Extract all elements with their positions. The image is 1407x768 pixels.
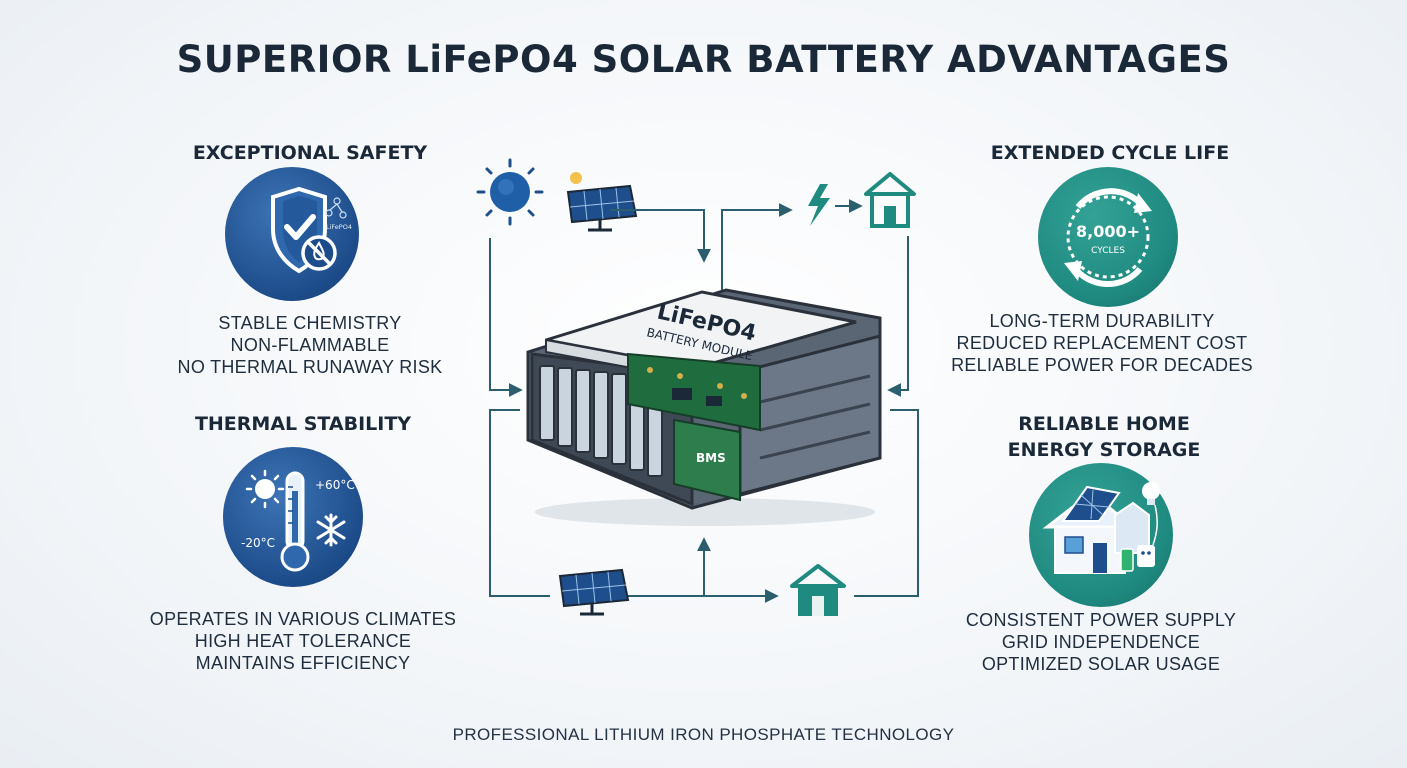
cycle-unit: CYCLES: [1091, 246, 1125, 256]
lifepo4-mini-label: LiFePO4: [326, 223, 352, 231]
cycle-count: 8,000+: [1076, 222, 1140, 241]
lightning-icon: [808, 184, 830, 226]
page-title: SUPERIOR LiFePO4 SOLAR BATTERY ADVANTAGE…: [176, 38, 1231, 81]
feature-line: STABLE CHEMISTRY: [218, 313, 402, 333]
battery-icon: [1120, 548, 1134, 572]
cycle-icon-circle: 8,000+ CYCLES: [1038, 167, 1178, 307]
temp-high-label: +60°C: [315, 478, 355, 492]
feature-heading: THERMAL STABILITY: [194, 413, 412, 435]
house-icon: [790, 564, 846, 616]
feature-line: OPTIMIZED SOLAR USAGE: [981, 654, 1221, 674]
feature-thermal-stability-text: OPERATES IN VARIOUS CLIMATES HIGH HEAT T…: [143, 608, 463, 674]
sun-icon: [476, 158, 544, 226]
feature-heading: EXCEPTIONAL SAFETY: [192, 142, 428, 164]
bms-label: BMS: [696, 451, 726, 465]
battery-module: BMS LiFePO4 BATTERY MODULE: [526, 288, 882, 526]
feature-line: RELIABLE POWER FOR DECADES: [951, 355, 1253, 375]
feature-heading-line2: ENERGY STORAGE: [1007, 439, 1201, 461]
solar-panel-icon: [566, 172, 638, 232]
feature-line: LONG-TERM DURABILITY: [989, 311, 1215, 331]
feature-heading: EXTENDED CYCLE LIFE: [990, 142, 1230, 164]
storage-icon-circle: [1029, 463, 1173, 607]
house-icon: [864, 172, 916, 228]
thermal-icon-circle: +60°C -20°C: [223, 447, 363, 587]
feature-line: OPERATES IN VARIOUS CLIMATES: [149, 609, 457, 629]
feature-line: GRID INDEPENDENCE: [1001, 632, 1201, 652]
feature-extended-cycle-life-text: LONG-TERM DURABILITY REDUCED REPLACEMENT…: [942, 310, 1262, 376]
lightbulb-icon: [1142, 482, 1160, 500]
snowflake-icon: [316, 513, 346, 547]
safety-icon-circle: LiFePO4: [225, 167, 359, 301]
feature-exceptional-safety-text: STABLE CHEMISTRY NON-FLAMMABLE NO THERMA…: [150, 312, 470, 378]
cycle-arrows-icon: 8,000+ CYCLES: [1064, 188, 1152, 288]
feature-reliable-home-storage-text: CONSISTENT POWER SUPPLY GRID INDEPENDENC…: [941, 609, 1261, 675]
feature-heading-line1: RELIABLE HOME: [1018, 413, 1190, 435]
temp-low-label: -20°C: [241, 536, 275, 550]
sun-icon: [245, 469, 285, 509]
feature-line: REDUCED REPLACEMENT COST: [956, 333, 1248, 353]
footer-caption: PROFESSIONAL LITHIUM IRON PHOSPHATE TECH…: [452, 725, 955, 744]
house-solar-icon: [1042, 482, 1160, 574]
feature-reliable-home-storage: RELIABLE HOME ENERGY STORAGE: [944, 411, 1264, 463]
feature-line: NO THERMAL RUNAWAY RISK: [177, 357, 443, 377]
feature-line: HIGH HEAT TOLERANCE: [194, 631, 412, 651]
feature-line: CONSISTENT POWER SUPPLY: [965, 610, 1237, 630]
solar-panel-icon: [558, 568, 630, 616]
battery-flow-diagram: BMS LiFePO4 BATTERY MODULE: [476, 158, 919, 616]
feature-thermal-stability: THERMAL STABILITY: [143, 411, 463, 437]
feature-line: MAINTAINS EFFICIENCY: [195, 653, 411, 673]
outlet-icon: [1137, 545, 1155, 567]
feature-exceptional-safety: EXCEPTIONAL SAFETY: [150, 140, 470, 166]
thermometer-icon: +60°C -20°C: [241, 469, 355, 572]
shield-icon: LiFePO4: [271, 186, 352, 274]
feature-extended-cycle-life: EXTENDED CYCLE LIFE: [950, 140, 1270, 166]
feature-line: NON-FLAMMABLE: [230, 335, 390, 355]
